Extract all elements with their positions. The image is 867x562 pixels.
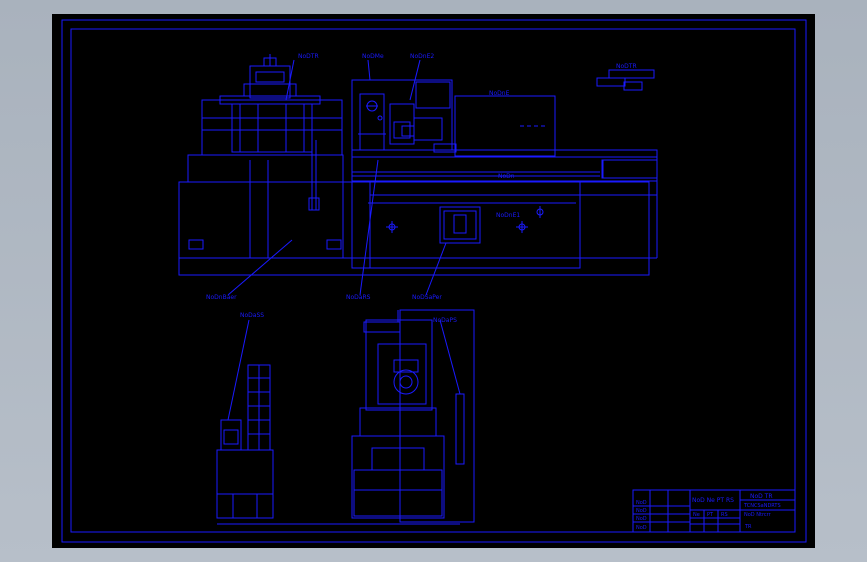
- title-block: [632, 489, 796, 533]
- label-bottom-3: NoDSaPer: [412, 294, 442, 301]
- label-bottom-1: NoDnBaer: [206, 294, 237, 301]
- title-right-caption: NoD TR: [750, 493, 773, 500]
- side-view-machine: [351, 309, 475, 525]
- label-top-2: NoDMe: [362, 53, 384, 60]
- outer-border: [61, 19, 807, 543]
- label-side-2: NoDaPS: [433, 317, 457, 324]
- label-top-1: NoDTR: [298, 53, 319, 60]
- title-left-caption: NoD Ne PT RS: [692, 497, 734, 504]
- label-side-1: NoDaSS: [240, 312, 264, 319]
- side-view-tower: [216, 319, 460, 525]
- title-cell-5: Ne: [693, 512, 700, 518]
- label-rail: NoDn: [498, 173, 515, 180]
- motor-housing: [454, 95, 556, 157]
- title-sub-caption-1: TCNCSaNDRTS: [743, 503, 781, 509]
- inner-border: [70, 28, 796, 533]
- title-cell-3: NoD: [636, 516, 647, 522]
- front-view-assembly: [178, 54, 658, 296]
- drawing-sheet: [52, 14, 815, 548]
- label-panel: NoDnE1: [496, 212, 520, 219]
- control-panel: [439, 206, 481, 244]
- title-cell-2: NoD: [636, 508, 647, 514]
- title-cell-6: PT: [707, 512, 714, 518]
- title-cell-1: NoD: [636, 500, 647, 506]
- label-top-3: NoDnE2: [410, 53, 434, 60]
- label-top-right: NoDTR: [616, 63, 637, 70]
- title-cell-4: NoD: [636, 525, 647, 531]
- title-cell-7: RS: [721, 512, 728, 518]
- title-cell-8: TR: [744, 524, 752, 530]
- title-sub-caption-2: NoD Ntrcrr: [744, 512, 772, 518]
- label-mid-right: NoDnE: [489, 90, 510, 97]
- label-bottom-2: NoDaRS: [346, 294, 371, 301]
